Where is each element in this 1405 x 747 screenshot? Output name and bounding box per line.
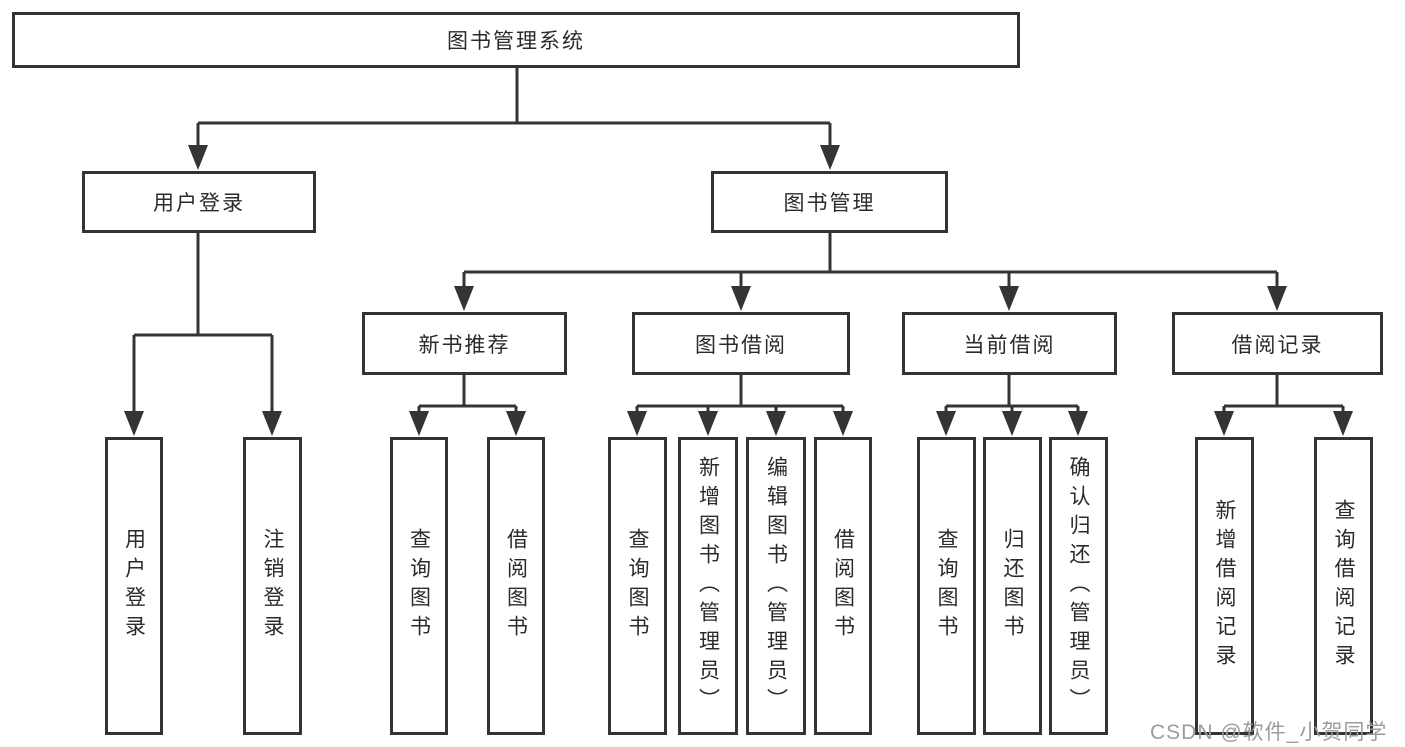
node-user-login-label: 用户登录: [153, 192, 245, 215]
node-book-borrowing: 图书借阅: [632, 312, 850, 375]
node-book-borrowing-label: 图书借阅: [695, 333, 787, 357]
leaf-query-books-1: 查询图书: [390, 437, 448, 735]
arrowhead-icon: [506, 411, 526, 436]
leaf-borrow-books-2-label: 借阅图书: [831, 528, 855, 644]
arrowhead-icon: [1068, 411, 1088, 436]
leaf-user-login: 用户登录: [105, 437, 163, 735]
leaf-logout-label: 注销登录: [261, 528, 285, 644]
connector-current-to-leaves: [944, 375, 1080, 412]
arrowhead-icon: [833, 411, 853, 436]
node-root: 图书管理系统: [12, 12, 1020, 68]
leaf-add-borrow-record-label: 新增借阅记录: [1213, 499, 1237, 673]
leaf-query-books-3: 查询图书: [917, 437, 976, 735]
node-borrowing-records: 借阅记录: [1172, 312, 1383, 375]
leaf-user-login-label: 用户登录: [122, 528, 146, 644]
arrowhead-icon: [820, 145, 840, 170]
arrowhead-icon: [1214, 411, 1234, 436]
arrowhead-icon: [766, 411, 786, 436]
arrowhead-icon: [936, 411, 956, 436]
node-book-management-label: 图书管理: [783, 192, 876, 215]
arrowhead-icon: [262, 411, 282, 436]
leaf-logout: 注销登录: [243, 437, 302, 735]
arrowhead-icon: [999, 286, 1019, 311]
arrowhead-icon: [124, 411, 144, 436]
leaf-add-books-admin: 新增图书（管理员）: [678, 437, 738, 735]
connector-bookmgmt-to-level3: [462, 233, 1279, 288]
arrowhead-icon: [698, 411, 718, 436]
leaf-return-books-label: 归还图书: [1001, 528, 1025, 644]
leaf-borrow-books-2: 借阅图书: [814, 437, 872, 735]
arrowhead-icon: [1267, 286, 1287, 311]
leaf-query-borrow-record-label: 查询借阅记录: [1332, 499, 1356, 673]
node-new-book-recommend-label: 新书推荐: [418, 333, 511, 357]
arrowhead-icon: [1333, 411, 1353, 436]
leaf-edit-books-admin: 编辑图书（管理员）: [746, 437, 806, 735]
connector-root-to-level2: [196, 68, 832, 148]
connector-userlogin-to-leaves: [132, 233, 274, 412]
leaf-edit-books-admin-label: 编辑图书（管理员）: [764, 455, 788, 717]
leaf-borrow-books-1-label: 借阅图书: [504, 528, 528, 644]
node-current-borrowing-label: 当前借阅: [963, 333, 1056, 357]
arrowhead-icon: [454, 286, 474, 311]
leaf-query-books-2-label: 查询图书: [626, 528, 650, 644]
connector-borrowing-to-leaves: [635, 375, 845, 412]
leaf-confirm-return-admin-label: 确认归还（管理员）: [1067, 455, 1091, 717]
arrowhead-icon: [731, 286, 751, 311]
node-current-borrowing: 当前借阅: [902, 312, 1117, 375]
leaf-add-books-admin-label: 新增图书（管理员）: [696, 455, 720, 717]
node-borrowing-records-label: 借阅记录: [1231, 333, 1324, 357]
leaf-query-books-1-label: 查询图书: [407, 528, 431, 644]
leaf-confirm-return-admin: 确认归还（管理员）: [1049, 437, 1108, 735]
node-user-login: 用户登录: [82, 171, 316, 233]
connector-newbook-to-leaves: [417, 375, 518, 412]
arrowhead-icon: [188, 145, 208, 170]
node-new-book-recommend: 新书推荐: [362, 312, 567, 375]
leaf-return-books: 归还图书: [983, 437, 1042, 735]
leaf-query-books-2: 查询图书: [608, 437, 667, 735]
node-root-label: 图书管理系统: [447, 30, 585, 53]
leaf-borrow-books-1: 借阅图书: [487, 437, 545, 735]
arrowhead-icon: [409, 411, 429, 436]
leaf-query-borrow-record: 查询借阅记录: [1314, 437, 1373, 735]
leaf-query-books-3-label: 查询图书: [935, 528, 959, 644]
arrowhead-icon: [627, 411, 647, 436]
node-book-management: 图书管理: [711, 171, 948, 233]
csdn-watermark: CSDN @软件_小贺同学: [1150, 721, 1388, 744]
arrowhead-icon: [1002, 411, 1022, 436]
leaf-add-borrow-record: 新增借阅记录: [1195, 437, 1254, 735]
connector-records-to-leaves: [1222, 375, 1345, 412]
